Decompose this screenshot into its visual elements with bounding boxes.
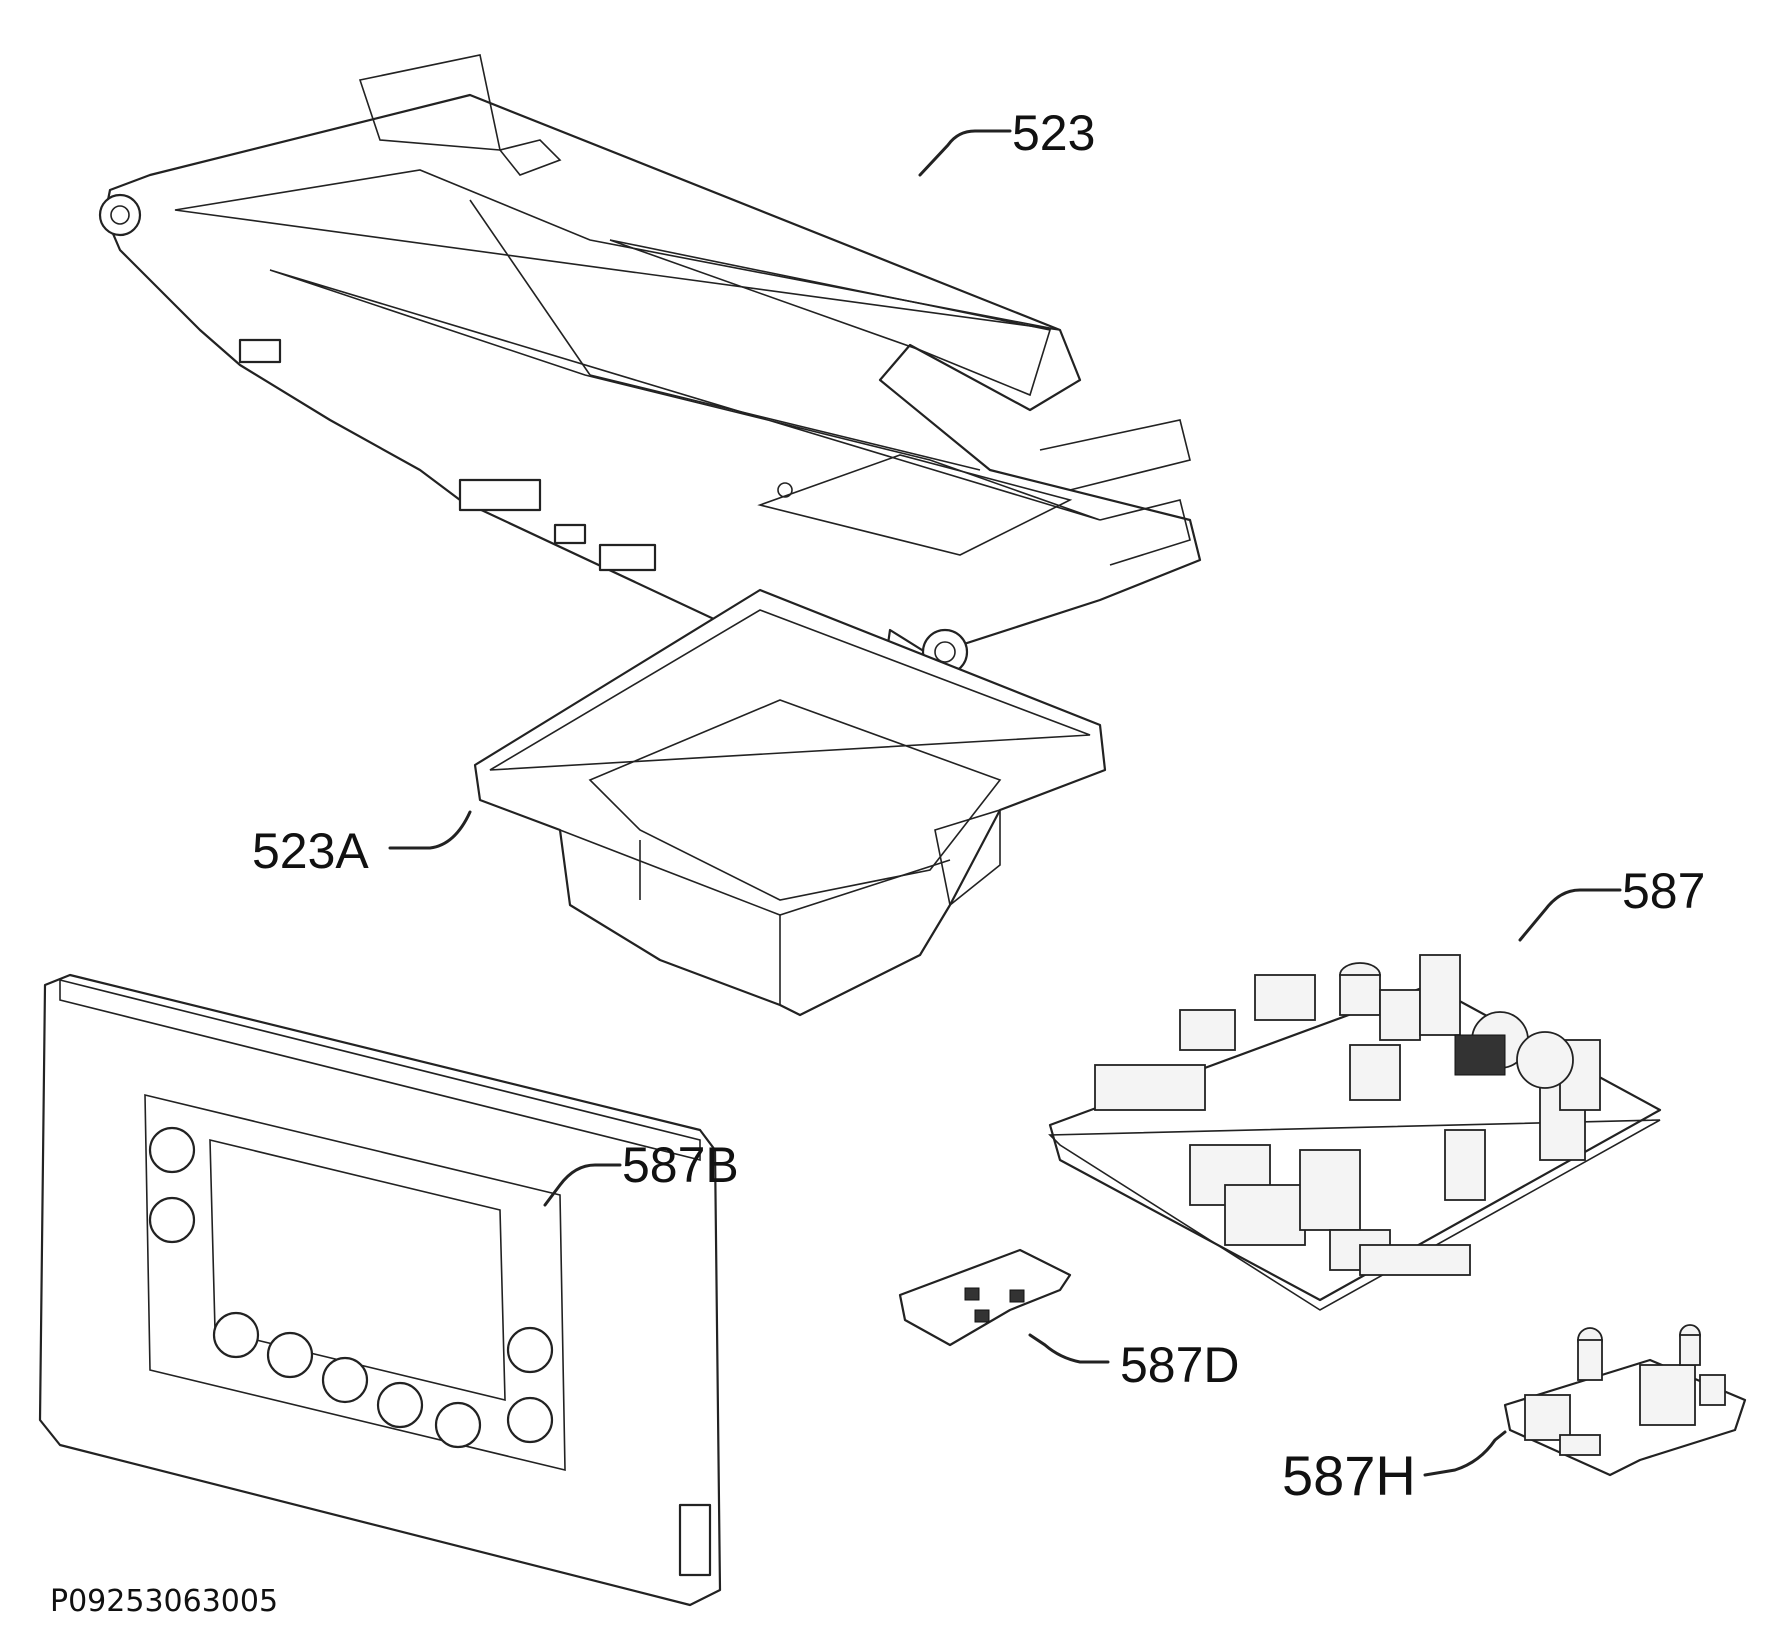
part-label-587: 587	[1622, 863, 1706, 919]
leader-line-523	[918, 129, 1012, 177]
panel-587B-drawing	[38, 973, 722, 1607]
part-label-523A: 523A	[252, 823, 369, 879]
board-587D-drawing	[898, 1248, 1072, 1347]
leader-line-587H	[1423, 1430, 1507, 1477]
diagram-code: P09253063005	[50, 1584, 279, 1619]
leader-line-587D	[1028, 1333, 1110, 1364]
part-label-587H: 587H	[1282, 1444, 1416, 1507]
leader-line-523A	[388, 810, 472, 850]
board-587H-drawing	[1503, 1324, 1747, 1477]
part-label-587D: 587D	[1120, 1337, 1240, 1393]
part-label-587B: 587B	[622, 1137, 739, 1193]
leader-line-587	[1518, 888, 1622, 942]
leader-line-587B	[543, 1163, 622, 1207]
tray-523A-drawing	[473, 588, 1107, 1017]
part-label-523: 523	[1012, 105, 1096, 161]
board-587-drawing	[1048, 954, 1662, 1311]
